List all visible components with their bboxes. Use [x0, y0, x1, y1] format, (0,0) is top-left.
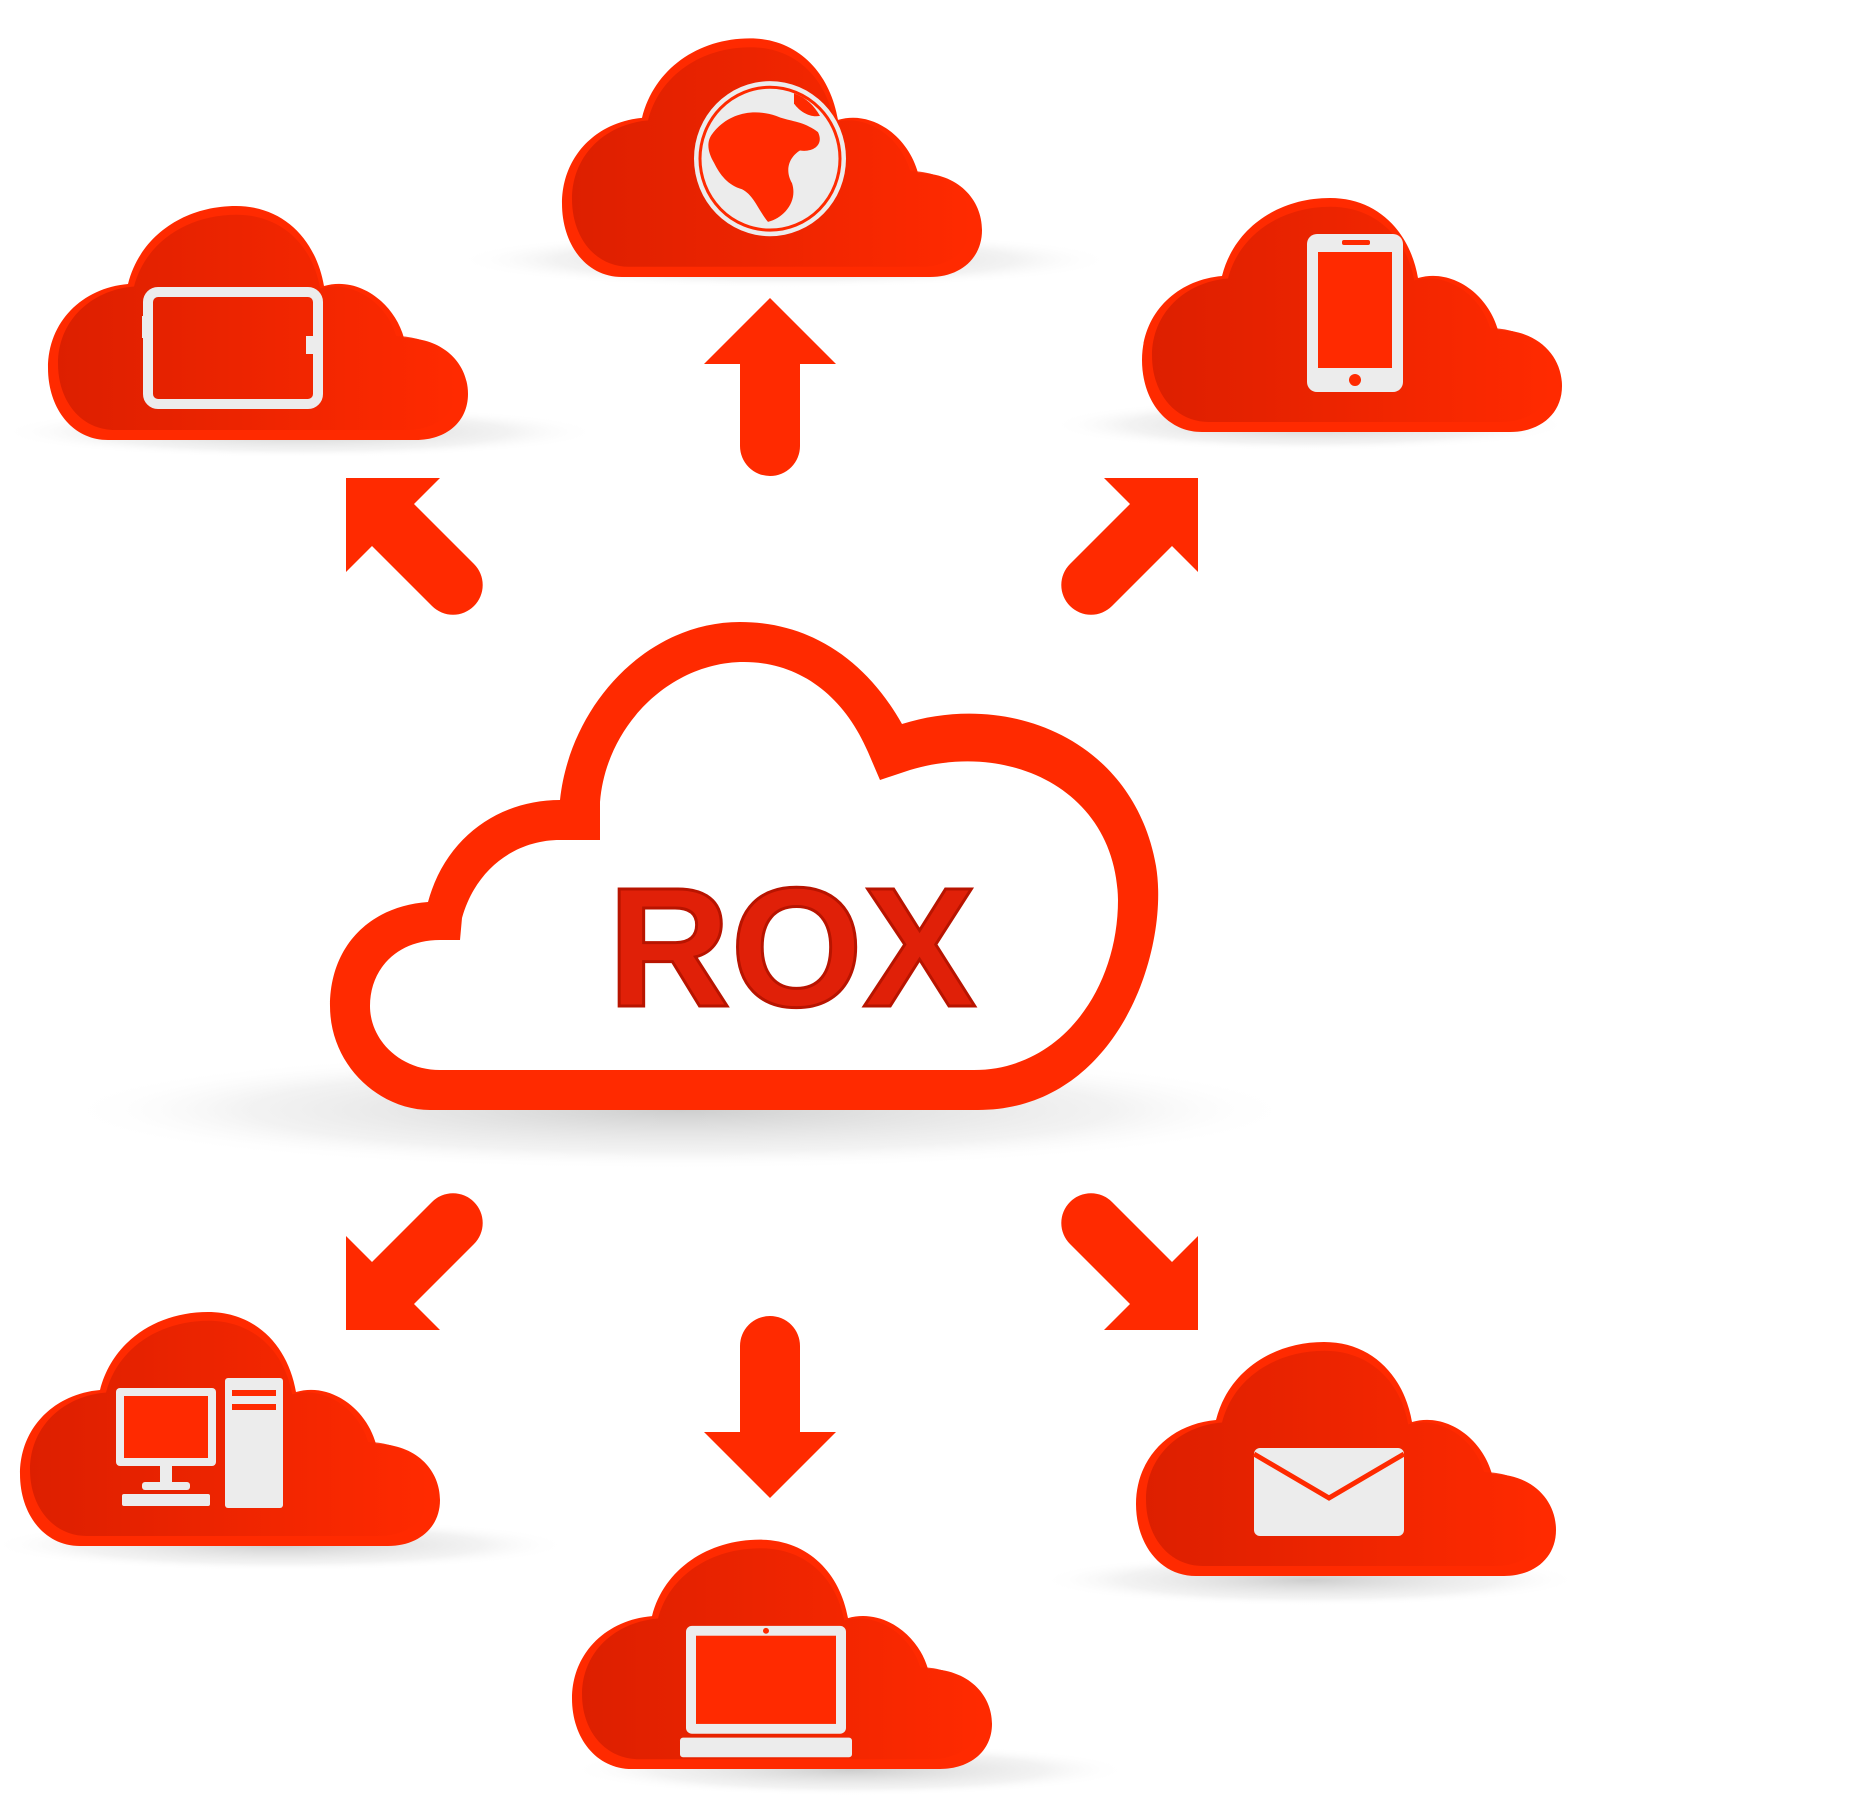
desktop-computer-icon	[116, 1378, 283, 1508]
satellite-clouds	[20, 38, 1562, 1769]
center-label: ROX	[608, 853, 976, 1043]
envelope-icon	[1252, 1448, 1406, 1536]
arrow-down-left	[346, 1193, 483, 1330]
cloud-tablet	[48, 206, 468, 440]
cloud-laptop	[572, 1539, 992, 1769]
arrow-up-left	[346, 478, 483, 615]
tablet-icon	[142, 287, 323, 409]
cloud-desktop	[20, 1312, 440, 1546]
arrow-up-right	[1061, 478, 1198, 615]
cloud-globe	[562, 38, 982, 277]
cloud-email	[1136, 1342, 1556, 1576]
center-cloud: ROX	[330, 622, 1159, 1110]
arrow-down-right	[1061, 1193, 1198, 1330]
arrow-down	[704, 1316, 836, 1498]
globe-icon	[694, 81, 846, 237]
arrow-up	[704, 298, 836, 476]
laptop-icon	[680, 1625, 852, 1758]
distribution-arrows	[346, 298, 1198, 1498]
smartphone-icon	[1307, 234, 1403, 392]
cloud-phone	[1142, 198, 1562, 432]
